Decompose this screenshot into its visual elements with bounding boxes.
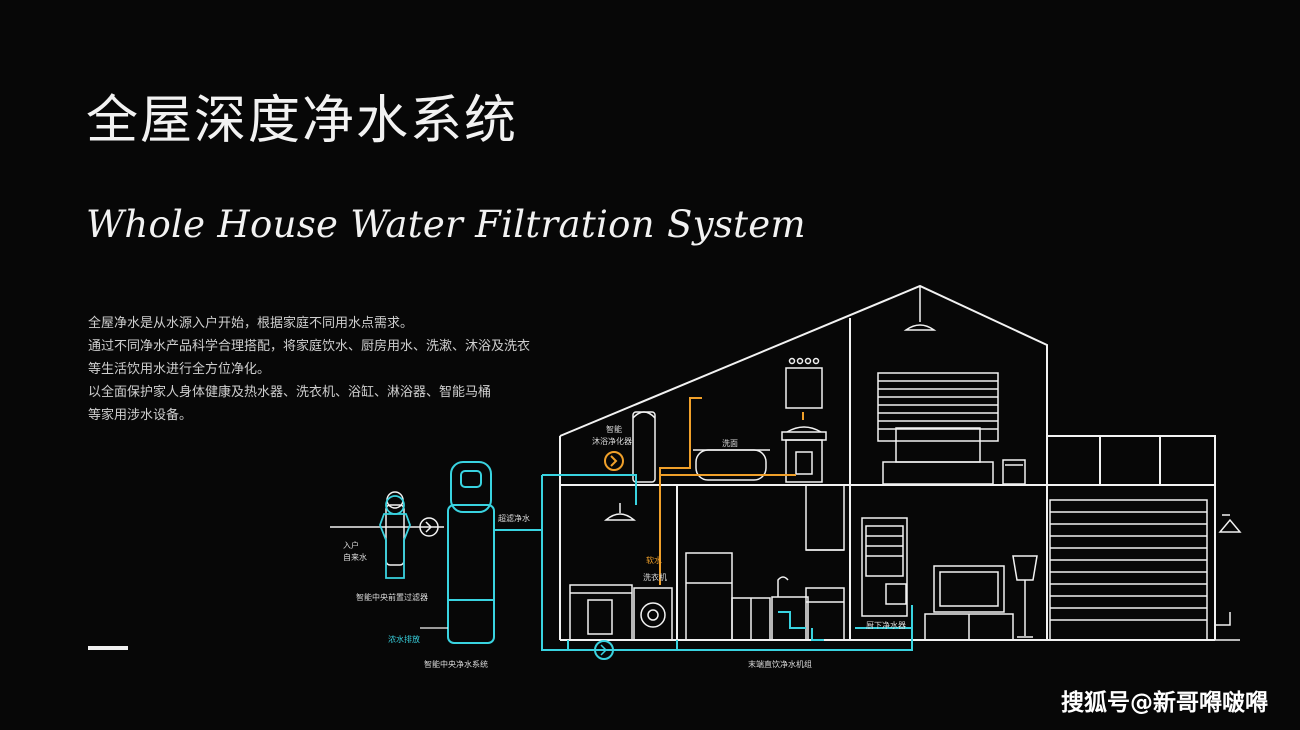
inlet-label: 入户 bbox=[343, 540, 359, 550]
shower-label: 智能 bbox=[606, 424, 622, 434]
hot-water-pipes bbox=[604, 397, 804, 585]
house-outline bbox=[559, 284, 1240, 641]
pre-filter bbox=[379, 495, 411, 579]
drinking-label: 末端直饮净水机组 bbox=[748, 659, 812, 669]
softener-label: 超滤净水 bbox=[498, 513, 530, 523]
kitchen-under-label: 厨下净水器 bbox=[866, 620, 906, 630]
decorative-dash bbox=[88, 646, 128, 650]
description-line: 以全面保护家人身体健康及热水器、洗衣机、浴缸、淋浴器、智能马桶 bbox=[88, 385, 492, 400]
laundry-room bbox=[569, 503, 673, 641]
description: 全屋净水是从水源入户开始，根据家庭不同用水点需求。 通过不同净水产品科学合理搭配… bbox=[88, 312, 628, 427]
description-line: 等生活饮用水进行全方位净化。 bbox=[88, 362, 271, 377]
water-pipes-cyan bbox=[494, 474, 913, 660]
bedroom bbox=[877, 318, 1026, 485]
central-purifier-label: 智能中央净水系统 bbox=[424, 659, 488, 669]
central-purifier bbox=[447, 461, 495, 644]
outdoor-shower-icon bbox=[1218, 514, 1242, 533]
washbasin-label: 洗面 bbox=[722, 438, 738, 448]
pipe-arrow-icon bbox=[600, 644, 608, 656]
washer-label: 软水 bbox=[646, 555, 662, 565]
description-line: 全屋净水是从水源入户开始，根据家庭不同用水点需求。 bbox=[88, 316, 414, 331]
page-title: 全屋深度净水系统 bbox=[86, 91, 519, 151]
living-room bbox=[861, 517, 1038, 641]
pre-filter-label: 智能中央前置过滤器 bbox=[356, 592, 428, 602]
inlet-label-2: 自来水 bbox=[343, 552, 367, 562]
description-line: 通过不同净水产品科学合理搭配，将家庭饮水、厨房用水、洗漱、沐浴及洗衣 bbox=[88, 339, 531, 354]
page-subtitle: Whole House Water Filtration System bbox=[86, 203, 806, 246]
drain-label: 浓水排放 bbox=[388, 634, 420, 644]
kitchen bbox=[685, 484, 845, 641]
bathroom bbox=[632, 357, 827, 483]
description-line: 等家用涉水设备。 bbox=[88, 408, 193, 423]
garage-door bbox=[1049, 499, 1208, 641]
shower-label-2: 沐浴净化器 bbox=[592, 436, 632, 446]
washer-label-2: 洗衣机 bbox=[643, 572, 667, 582]
inlet-pipe bbox=[330, 491, 444, 566]
watermark: 搜狐号@新哥嘚啵嘚 bbox=[1061, 690, 1268, 716]
